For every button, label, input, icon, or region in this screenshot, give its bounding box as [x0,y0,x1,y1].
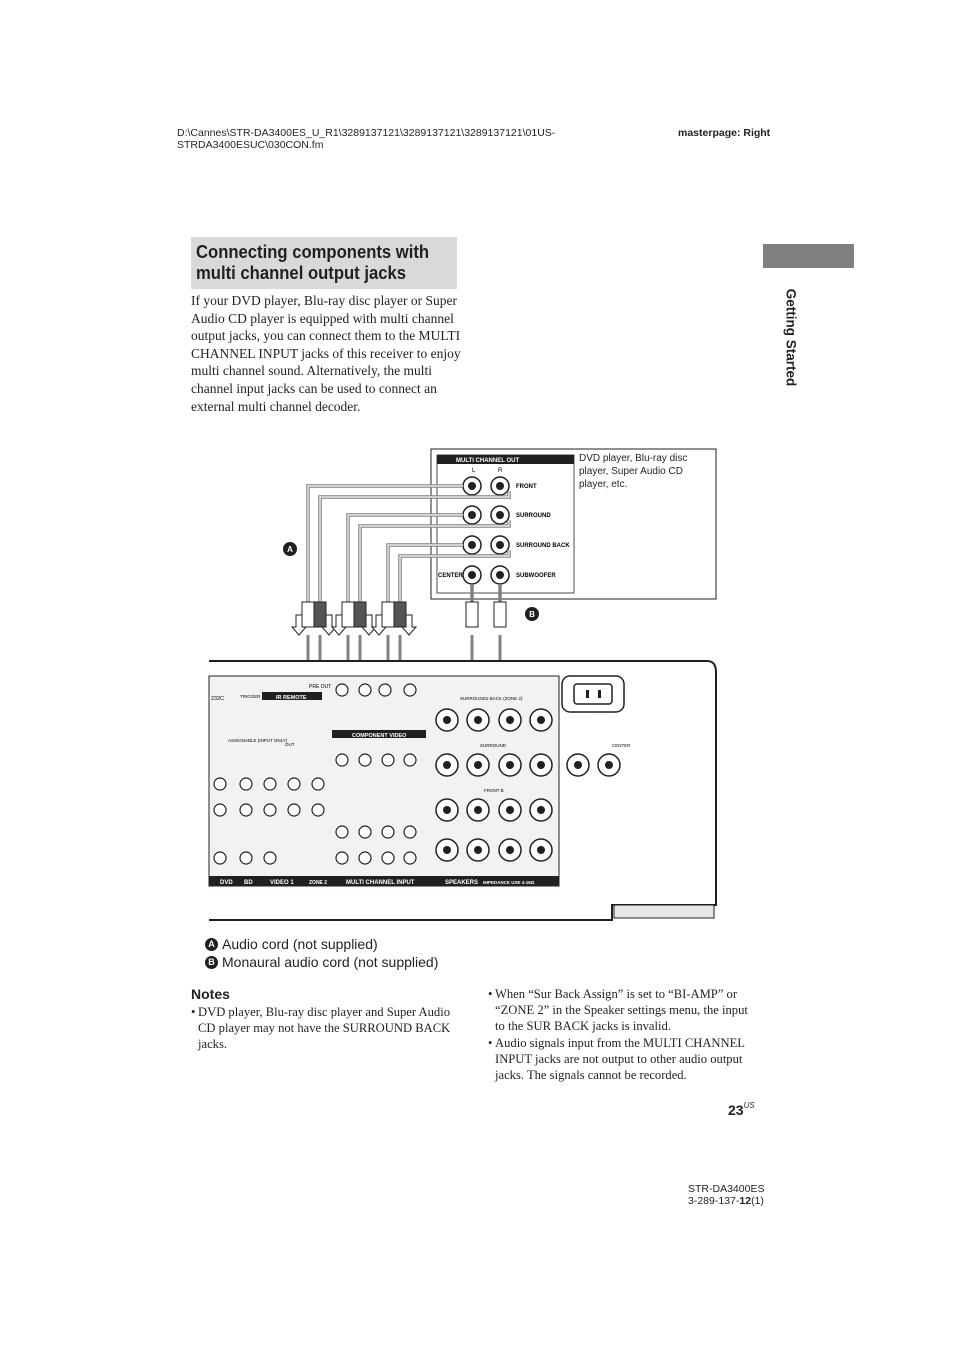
footer-code: 3-289-137-12(1) [688,1195,764,1207]
legend-item-a: A Audio cord (not supplied) [205,936,438,954]
footer-model: STR-DA3400ES [688,1183,765,1195]
source-caption: DVD player, Blu-ray disc player, Super A… [579,453,690,490]
marker-b-circle [525,607,539,621]
marker-b-label: B [529,610,535,619]
speaker-terminal-cores [443,716,613,854]
receiver-jacks [213,683,417,865]
page-number-value: 23 [728,1102,744,1118]
section-title-line1: Connecting components with [196,241,430,262]
arrows [290,614,418,636]
rx-bd: BD [244,880,253,886]
source-row-surround-back: SURROUND BACK [516,543,570,549]
note-item: •DVD player, Blu-ray disc player and Sup… [191,1005,451,1052]
marker-a-circle [283,542,297,556]
intro-paragraph: If your DVD player, Blu-ray disc player … [191,293,461,414]
notes-heading: Notes [191,986,230,1002]
rx-ir-remote: IR REMOTE [276,695,307,701]
footer-code-bold: 12 [739,1195,752,1207]
rx-front-b: FRONT B [484,788,504,793]
cables-a-inner [307,485,510,602]
legend-marker-b: B [205,955,218,969]
note-item: •When “Sur Back Assign” is set to “BI-AM… [488,987,748,1034]
source-col-r: R [498,468,503,474]
rx-component-video: COMPONENT VIDEO [352,733,407,739]
rx-zone2: ZONE 2 [309,880,327,886]
source-row-subwoofer: SUBWOOFER [516,573,556,579]
plugs [301,601,507,628]
note-text-1: DVD player, Blu-ray disc player and Supe… [198,1005,451,1052]
rx-dvd: DVD [220,880,233,886]
note-text-2: When “Sur Back Assign” is set to “BI-AMP… [495,987,748,1034]
notes-left-column: •DVD player, Blu-ray disc player and Sup… [191,1004,461,1053]
source-jacks [462,476,510,585]
source-row-surround: SURROUND [516,513,551,519]
footer-code-suffix: (1) [751,1195,764,1207]
source-caption-line1: DVD player, Blu-ray disc [579,453,687,464]
page-number-suffix: US [743,1101,755,1110]
section-title-line2: multi channel output jacks [196,262,407,283]
side-tab-label: Getting Started [783,288,799,387]
receiver-foot [613,904,715,919]
note-text-3: Audio signals input from the MULTI CHANN… [495,1035,745,1083]
rx-video1: VIDEO 1 [270,880,294,886]
section-heading: Connecting components with multi channel… [191,237,457,289]
legend-text-b: Monaural audio cord (not supplied) [222,953,439,970]
source-caption-line2: player, Super Audio CD [579,466,683,477]
diagram-legend: A Audio cord (not supplied) B Monaural a… [205,936,438,971]
rx-out: OUT [285,742,295,747]
rx-rs232c: 232C [211,696,224,702]
page-number: 23US [728,1101,755,1118]
marker-a-label: A [287,545,293,554]
header-masterpage: masterpage: Right [678,127,771,139]
rx-speakers: SPEAKERS [445,880,478,886]
rx-trigger-out: TRIGGER OUT [240,694,272,699]
rx-center: CENTER [612,743,631,748]
source-row-center: CENTER [438,573,463,579]
receiver-bottom-bar [209,876,559,886]
rx-assignable: ASSIGNABLE (INPUT ONLY) [228,738,288,743]
rx-impedance: IMPEDANCE USE 4-16Ω [483,880,535,885]
footer-code-prefix: 3-289-137- [688,1195,740,1207]
notes-right-column: •When “Sur Back Assign” is set to “BI-AM… [488,986,758,1083]
legend-text-a: Audio cord (not supplied) [222,936,378,952]
cables-b [470,584,502,602]
source-row-front: FRONT [516,484,537,490]
source-col-l: L [472,468,476,474]
connection-diagram: MULTI CHANNEL OUT L R DVD player, Blu-ra… [208,448,717,921]
source-caption-line3: player, etc. [579,479,627,490]
note-item: •Audio signals input from the MULTI CHAN… [488,1035,745,1083]
header-file-path: D:\Cannes\STR-DA3400ES_U_R1\3289137121\3… [177,127,556,151]
source-panel-title-bar [437,455,574,464]
rx-pre-out: PRE OUT [309,684,331,690]
rx-surround2-back: SURROUND2 BACK (ZONE 2) [460,696,523,701]
legend-item-b: B Monaural audio cord (not supplied) [205,954,438,972]
side-tab-bar [763,244,854,268]
rx-surround: SURROUND [480,743,507,748]
source-panel-title: MULTI CHANNEL OUT [456,458,519,464]
rx-multi-channel-input: MULTI CHANNEL INPUT [346,880,415,886]
legend-marker-a: A [205,938,218,952]
